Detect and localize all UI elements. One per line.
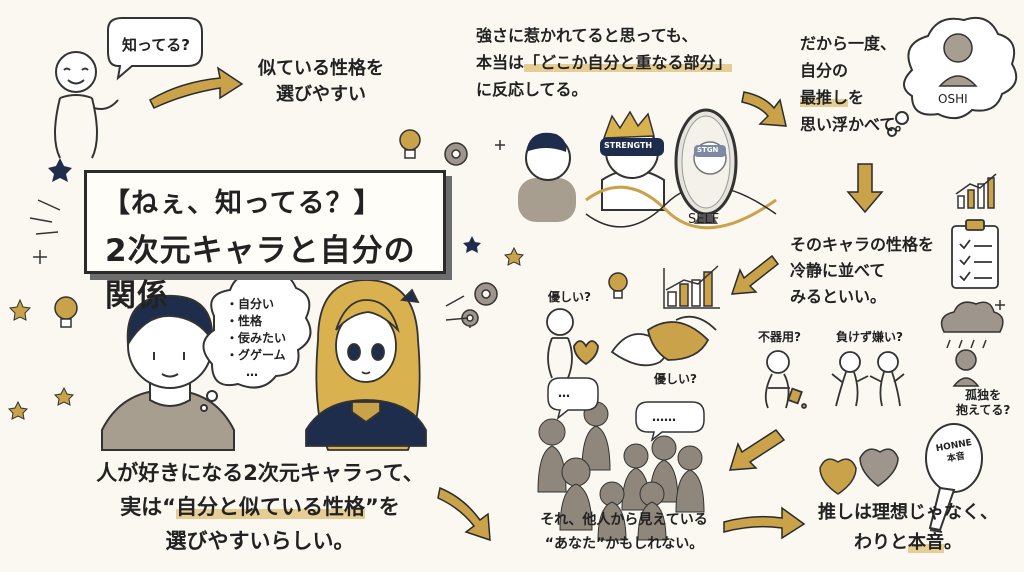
list-item: ・性格 bbox=[226, 314, 263, 328]
arrow-icon bbox=[728, 429, 786, 471]
self-label: SELF bbox=[688, 212, 720, 227]
speech-bubble-text: 知ってる? bbox=[122, 36, 190, 54]
step3-highlight: 最推し bbox=[800, 88, 849, 107]
trait-kind-2: 優しい? bbox=[654, 372, 697, 386]
arrow-icon bbox=[741, 91, 787, 127]
competitive-figures-icon bbox=[831, 351, 905, 407]
mirror-icon bbox=[674, 108, 738, 224]
step3-text: だから一度、 自分の 最推しを 思い浮かべて。 bbox=[800, 30, 911, 138]
crowd-line1: それ、他人から見えている bbox=[540, 512, 708, 528]
step1-line1: 似ている性格を bbox=[258, 58, 384, 79]
step3-line2: 自分の bbox=[800, 61, 849, 80]
bottom-left-line2: 実は“自分と似ている性格”を bbox=[120, 495, 400, 519]
conclusion-text: 推しは理想じゃなく、 わりと本音。 bbox=[808, 498, 1008, 558]
stick-figure-icon bbox=[54, 51, 119, 159]
step2-line2: 本当は「どこか自分と重なる部分」 bbox=[476, 53, 732, 72]
anime-girl-character-icon bbox=[305, 279, 427, 451]
arrow-icon bbox=[846, 163, 884, 214]
step3-line1: だから一度、 bbox=[800, 34, 897, 53]
bottom-left-highlight: 自分と似ている性格 bbox=[176, 495, 365, 519]
star-icon bbox=[48, 158, 481, 253]
rain-cloud-icon bbox=[940, 301, 1004, 387]
step1-text: 似ている性格を 選びやすい bbox=[246, 56, 396, 108]
list-item: … bbox=[246, 365, 258, 379]
heart-icon bbox=[819, 458, 857, 495]
boy-character-icon bbox=[101, 294, 235, 451]
crowd-bubble-left bbox=[547, 377, 599, 420]
gear-icon bbox=[444, 142, 498, 327]
crowd-bubble-right bbox=[635, 401, 705, 442]
step4-line3: みるといい。 bbox=[790, 287, 887, 306]
arrow-icon bbox=[730, 254, 780, 295]
list-item: ・自分い bbox=[226, 297, 275, 311]
mirror-mask-label: STGN bbox=[697, 146, 719, 154]
bar-chart-icon bbox=[955, 173, 997, 209]
emphasis-lines bbox=[29, 199, 469, 321]
trait-competitive: 負けず嫌い? bbox=[836, 330, 903, 344]
heart-holder-icon bbox=[546, 308, 599, 379]
hand-mirror-icon bbox=[925, 423, 983, 533]
speech-bubble-icon bbox=[107, 17, 203, 81]
thought-cloud-icon bbox=[200, 272, 312, 412]
bottom-left-line3: 選びやすいらしい。 bbox=[165, 529, 355, 553]
step4-text: そのキャラの性格を 冷静に並べて みるといい。 bbox=[790, 232, 934, 310]
conclusion-highlight: 本音 bbox=[908, 532, 944, 553]
masked-figure-icon bbox=[600, 110, 665, 211]
step2-text: 強さに惹かれてると思っても、 本当は「どこか自分と重なる部分」 に反応してる。 bbox=[476, 22, 732, 103]
list-item: ・佞みたい bbox=[226, 331, 287, 345]
oshi-figure-icon bbox=[938, 33, 978, 87]
thought-cloud-icon bbox=[887, 16, 1018, 137]
oshi-label: OSHI bbox=[938, 92, 968, 106]
lightbulb-icon bbox=[54, 129, 628, 328]
arrow-icon bbox=[149, 66, 244, 109]
title-line2: 2次元キャラと自分の関係 bbox=[105, 233, 416, 314]
arrow-icon bbox=[723, 506, 806, 540]
trend-chart-icon bbox=[663, 265, 720, 309]
step2-highlight: 「どこか自分と重なる部分」 bbox=[524, 53, 732, 72]
mask-label: STRENGTH bbox=[604, 141, 653, 150]
step2-line3: に反応してる。 bbox=[476, 80, 588, 99]
man-silhouette-icon bbox=[518, 132, 576, 222]
title-line1: 【ねぇ、知ってる？】 bbox=[103, 188, 382, 219]
step4-line2: 冷静に並べて bbox=[790, 261, 886, 280]
crowd-caption: それ、他人から見えている “あなた”かもしれない。 bbox=[524, 508, 724, 556]
step4-line1: そのキャラの性格を bbox=[790, 235, 935, 254]
trait-clumsy: 不器用? bbox=[758, 330, 801, 344]
arrow-icon bbox=[437, 486, 491, 542]
step1-line2: 選びやすい bbox=[276, 84, 366, 105]
crowd-bubble-left-text: … bbox=[558, 386, 570, 400]
bottom-left-text: 人が好きになる2次元キャラって、 実は“自分と似ている性格”を 選びやすいらしい… bbox=[90, 456, 430, 558]
step2-line1: 強さに惹かれてると思っても、 bbox=[476, 26, 698, 45]
connection-line bbox=[585, 185, 777, 230]
bottom-left-line1: 人が好きになる2次元キャラって、 bbox=[96, 461, 424, 485]
clumsy-figure-icon bbox=[764, 350, 807, 409]
helping-hands-icon bbox=[610, 315, 717, 367]
title-box: 【ねぇ、知ってる？】 2次元キャラと自分の関係 bbox=[84, 170, 446, 314]
crowd-bubble-right-text: …… bbox=[652, 410, 676, 424]
list-item: ・グゲーム bbox=[226, 348, 286, 362]
star-icon bbox=[7, 246, 525, 420]
conclusion-line2: わりと本音。 bbox=[854, 532, 962, 553]
clipboard-icon bbox=[951, 219, 999, 289]
step3-line3: 最推しを bbox=[800, 88, 865, 107]
trait-kind-1: 優しい? bbox=[548, 290, 591, 304]
step3-line4: 思い浮かべて。 bbox=[800, 115, 911, 134]
conclusion-line1: 推しは理想じゃなく、 bbox=[818, 502, 998, 523]
heart-icon bbox=[859, 448, 899, 487]
boy-thought-list: ・自分い ・性格 ・佞みたい ・グゲーム … bbox=[226, 296, 286, 381]
crowd-line2: “あなた”かもしれない。 bbox=[544, 536, 704, 552]
trait-lonely: 孤独を 抱えてる? bbox=[956, 388, 1011, 417]
